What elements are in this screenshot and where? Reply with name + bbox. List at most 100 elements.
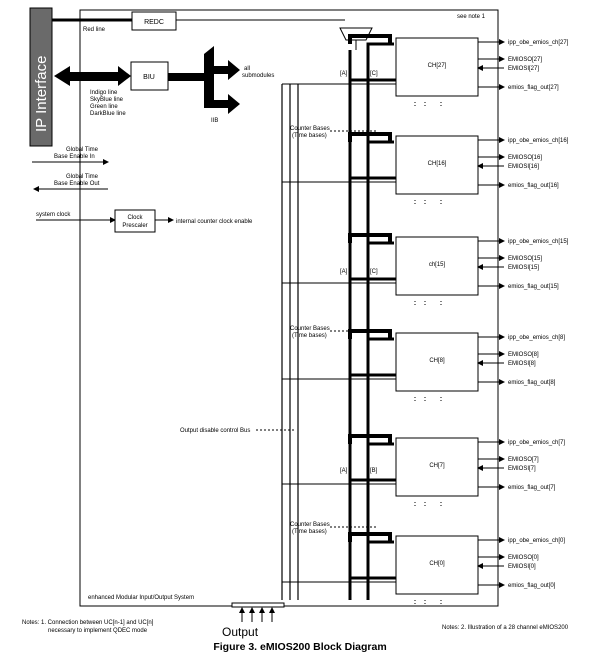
flag-label-5: emios_flag_out[0] <box>508 583 556 589</box>
counter-bases-label-3a: Counter Bases <box>290 522 330 528</box>
channel-name-1: CH[16] <box>428 161 447 167</box>
emios-o-label-3: EMIOSO[8] <box>508 352 539 358</box>
biu-line-4: DarkBlue line <box>90 111 126 117</box>
channel-block-1: CH[16] ipp_obe_emios_ch[16] EMIOSO[16] EMIO… <box>282 132 569 206</box>
ip-biu-double-arrow <box>54 66 131 86</box>
emios-system-border <box>79 9 499 607</box>
channels-group: CH[27] ipp_obe_emios_ch[27] EMIOSO[27] EMIO… <box>282 34 569 606</box>
obe-label-4: ipp_obe_emios_ch[7] <box>508 440 565 446</box>
red-line-label: Red line <box>83 27 106 33</box>
emios-i-label-1: EMIOSI[16] <box>508 164 539 170</box>
emios-i-label-4: EMIOSI[7] <box>508 466 536 472</box>
obe-label-5: ipp_obe_emios_ch[0] <box>508 538 565 544</box>
flag-label-3: emios_flag_out[8] <box>508 380 556 386</box>
iib-label: IIB <box>211 118 218 124</box>
system-label: enhanced Modular Input/Output System <box>88 595 194 601</box>
redc-label: REDC <box>144 19 164 26</box>
see-note-1: see note 1 <box>457 14 486 20</box>
note1-line-2: necessary to implement QDEC mode <box>48 628 148 634</box>
flag-label-4: emios_flag_out[7] <box>508 485 556 491</box>
emios-i-label-5: EMIOSI[0] <box>508 564 536 570</box>
bus-a-label-1: [A] <box>340 71 348 77</box>
bus-a-label-3: [A] <box>340 468 348 474</box>
counter-bases-label-2a: Counter Bases <box>290 326 330 332</box>
ip-interface-label: IP Interface <box>33 56 50 132</box>
emios-o-label-0: EMIOSO[27] <box>508 57 542 63</box>
channel-name-5: CH[0] <box>429 561 445 567</box>
bus-feed-mid-4 <box>366 442 394 450</box>
bus-c-label-2: [C] <box>370 269 378 275</box>
note1-line-1: Notes: 1. Connection between UC[n-1] and… <box>22 620 154 626</box>
channel-block-5: CH[0] ipp_obe_emios_ch[0] EMIOSO[0] EMIOSI[… <box>282 532 565 606</box>
channel-box-2 <box>395 236 479 296</box>
biu-line-2: SkyBlue line <box>90 97 124 103</box>
counter-bases-label-1b: (Time bases) <box>292 133 327 139</box>
obe-label-1: ipp_obe_emios_ch[16] <box>508 138 569 144</box>
channel-box-1 <box>395 135 479 195</box>
counter-bases-label-2b: (Time bases) <box>292 333 327 339</box>
bus-feed-mid-2 <box>366 241 394 249</box>
emios-o-label-5: EMIOSO[0] <box>508 555 539 561</box>
system-clock-label: system clock <box>36 212 71 218</box>
biu-block: BIU <box>130 61 169 91</box>
biu-label: BIU <box>143 74 155 81</box>
bus-c-label-1: [C] <box>370 71 378 77</box>
counter-bases-label-3b: (Time bases) <box>292 529 327 535</box>
channel-block-4: CH[7] ipp_obe_emios_ch[7] EMIOSO[7] EMIOSI[… <box>282 434 565 508</box>
emios-i-label-2: EMIOSI[15] <box>508 265 539 271</box>
emios-i-label-3: EMIOSI[8] <box>508 361 536 367</box>
flag-label-0: emios_flag_out[27] <box>508 85 559 91</box>
bus-a-label-2: [A] <box>340 269 348 275</box>
clock-prescaler-label-2: Prescaler <box>122 223 147 229</box>
channel-box-4 <box>395 437 479 497</box>
bus-b-label: [B] <box>370 468 378 474</box>
bus-feed-top-2 <box>348 233 392 243</box>
all-submodules-label-1: all <box>244 66 250 72</box>
obe-label-2: ipp_obe_emios_ch[15] <box>508 239 569 245</box>
channel-name-2: ch[15] <box>429 262 446 268</box>
channel-name-0: CH[27] <box>428 63 447 69</box>
internal-clock-label: internal counter clock enable <box>176 219 253 225</box>
gtbe-out-label-2: Base Enable Out <box>54 181 100 187</box>
channel-block-2: ch[15] ipp_obe_emios_ch[15] EMIOSO[15] EMIO… <box>282 233 569 307</box>
output-bus-bar <box>231 602 285 608</box>
clock-prescaler-label-1: Clock <box>127 215 143 221</box>
figure-caption: Figure 3. eMIOS200 Block Diagram <box>213 641 386 653</box>
emios-i-label-0: EMIOSI[27] <box>508 66 539 72</box>
bus-feed-top-4 <box>348 434 392 444</box>
channel-block-0: CH[27] ipp_obe_emios_ch[27] EMIOSO[27] EMIO… <box>282 34 569 108</box>
channel-box-3 <box>395 332 479 392</box>
channel-box-0 <box>395 37 479 97</box>
emios-o-label-1: EMIOSO[16] <box>508 155 542 161</box>
bus-feed-mid-1 <box>366 140 394 148</box>
bus-feed-top-5 <box>348 532 392 542</box>
bus-feed-top-0 <box>348 34 392 44</box>
clock-prescaler-block: Clock Prescaler <box>114 209 156 233</box>
bus-feed-mid-5 <box>366 540 394 548</box>
gtbe-out-label-1: Global Time <box>66 174 99 180</box>
flag-label-1: emios_flag_out[16] <box>508 183 559 189</box>
biu-to-iib-bus <box>168 73 204 81</box>
all-submodules-label-2: submodules <box>242 73 274 79</box>
output-disable-bus-label: Output disable control Bus <box>180 428 250 434</box>
flag-label-2: emios_flag_out[15] <box>508 284 559 290</box>
obe-label-3: ipp_obe_emios_ch[8] <box>508 335 565 341</box>
gtbe-in-label-2: Base Enable In <box>54 154 95 160</box>
bus-feed-mid-0 <box>366 42 394 50</box>
channel-name-4: CH[7] <box>429 463 445 469</box>
channel-name-3: CH[8] <box>429 358 445 364</box>
bus-feed-top-1 <box>348 132 392 142</box>
iib-block: IIB <box>204 46 240 124</box>
obe-label-0: ipp_obe_emios_ch[27] <box>508 40 569 46</box>
bus-feed-top-3 <box>348 329 392 339</box>
note2: Notes: 2. Illustration of a 28 channel e… <box>442 625 569 631</box>
counter-bases-label-1a: Counter Bases <box>290 126 330 132</box>
emios-o-label-2: EMIOSO[15] <box>508 256 542 262</box>
emios-o-label-4: EMIOSO[7] <box>508 457 539 463</box>
redc-block: REDC <box>131 11 177 31</box>
biu-line-3: Green line <box>90 104 118 110</box>
gtbe-in-label-1: Global Time <box>66 147 99 153</box>
ip-interface-block: IP Interface <box>29 7 53 147</box>
